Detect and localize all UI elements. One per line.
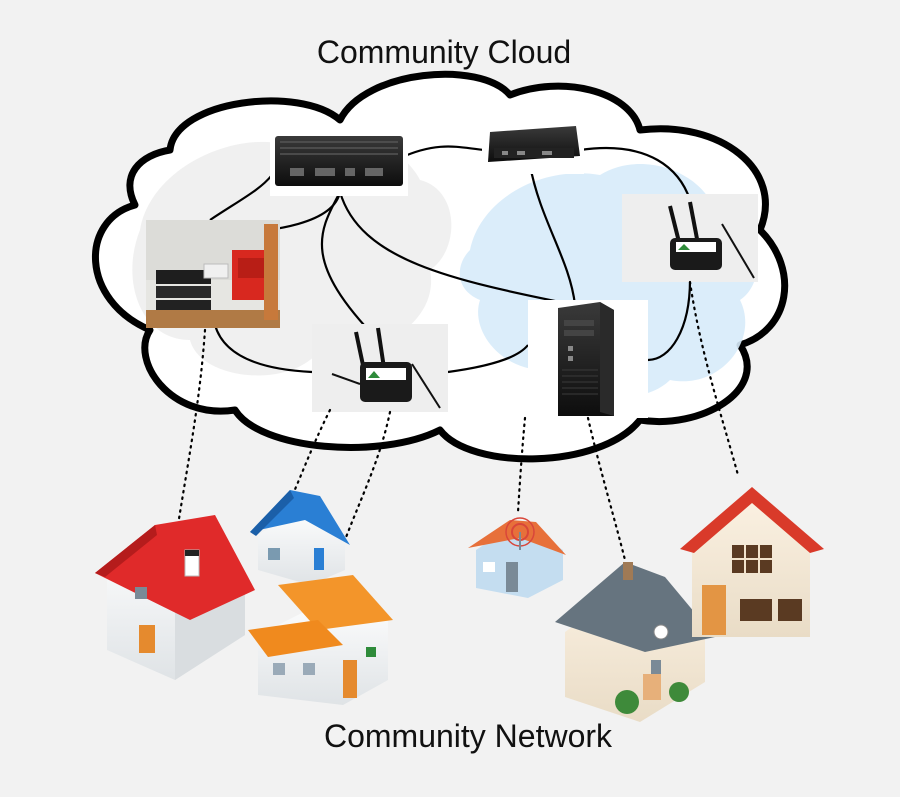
house-icon: [95, 515, 255, 680]
mini-pc-icon: [482, 118, 584, 174]
link: [213, 324, 313, 374]
access-link: [688, 280, 740, 477]
house-icon: [248, 575, 393, 705]
community-network-label: Community Network: [323, 718, 613, 754]
house-icon: [680, 487, 824, 637]
wireless-router-icon: [622, 194, 758, 282]
link: [209, 174, 273, 221]
house-antenna-icon: [468, 517, 566, 598]
link: [528, 164, 577, 306]
community-cloud-label: Community Cloud: [316, 34, 572, 70]
link: [399, 145, 486, 160]
access-link: [586, 416, 627, 562]
wireless-router-icon: [312, 324, 448, 412]
link: [447, 344, 529, 374]
link: [579, 146, 692, 201]
access-link: [176, 328, 207, 527]
house-icon: [250, 490, 350, 585]
house-icon: [555, 562, 715, 722]
link: [338, 191, 576, 307]
fanless-pc-icon: [270, 128, 408, 196]
access-link: [516, 416, 527, 514]
tower-pc-icon: [528, 300, 648, 418]
link: [647, 279, 692, 362]
equipment-rack-photo: [146, 220, 280, 328]
